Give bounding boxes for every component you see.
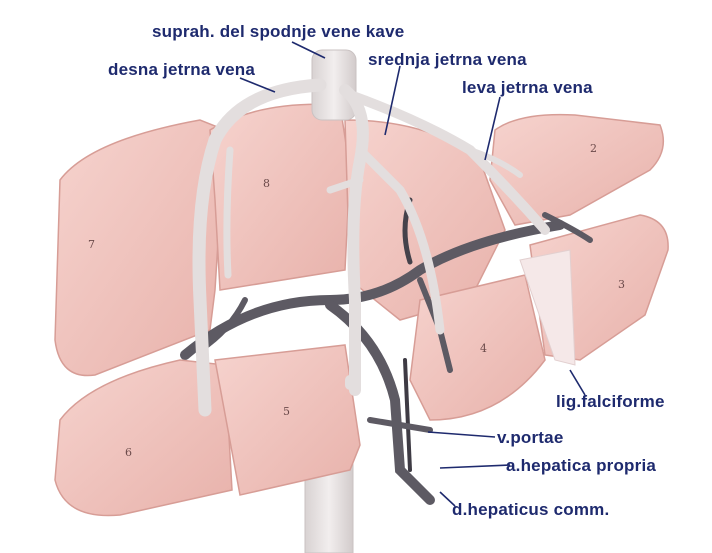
label-common-hepatic-duct: d.hepaticus comm. [452, 500, 609, 520]
segment-number-3: 3 [618, 278, 625, 291]
segment-number-5: 5 [283, 405, 290, 418]
label-left-hepatic-vein: leva jetrna vena [462, 78, 593, 98]
segment-number-6: 6 [125, 446, 132, 459]
segment-number-2: 2 [590, 142, 597, 155]
label-suprahepatic-ivc: suprah. del spodnje vene kave [152, 22, 404, 42]
label-middle-hepatic-vein: srednja jetrna vena [368, 50, 527, 70]
segment-number-8: 8 [263, 177, 270, 190]
segment-number-4: 4 [480, 342, 487, 355]
label-portal-vein: v.portae [497, 428, 563, 448]
segment-number-7: 7 [88, 238, 95, 251]
label-right-hepatic-vein: desna jetrna vena [108, 60, 255, 80]
segment-5 [215, 345, 360, 495]
label-falciform-ligament: lig.falciforme [556, 392, 665, 412]
label-hepatic-artery: a.hepatica propria [506, 456, 656, 476]
segment-8 [210, 104, 350, 290]
